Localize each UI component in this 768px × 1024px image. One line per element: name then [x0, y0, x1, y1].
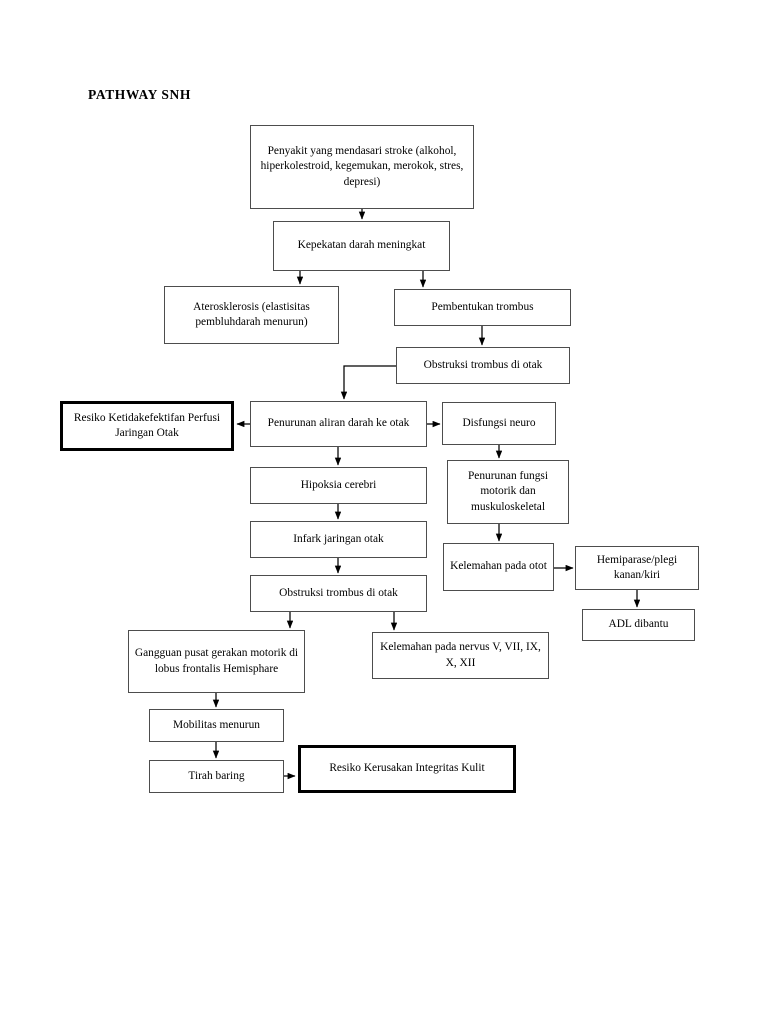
node-infark-jaringan-otak[interactable]: Infark jaringan otak	[250, 521, 427, 558]
node-label: Disfungsi neuro	[462, 416, 536, 429]
node-label: Kelemahan pada otot	[450, 560, 547, 573]
node-hipoksia-cerebri[interactable]: Hipoksia cerebri	[250, 467, 427, 504]
node-label: Kelemahan pada nervus V, VII, IX, X, XII	[380, 641, 541, 669]
node-label: Mobilitas menurun	[172, 718, 260, 731]
node-gangguan-pusat-gerakan-motorik[interactable]: Gangguan pusat gerakan motorik di lobus …	[128, 630, 305, 693]
node-label: ADL dibantu	[608, 618, 669, 631]
node-label: Aterosklerosis (elastisitas pembluhdarah…	[193, 300, 310, 328]
node-aterosklerosis[interactable]: Aterosklerosis (elastisitas pembluhdarah…	[164, 286, 339, 344]
node-label: Hemiparase/plegi kanan/kiri	[596, 553, 678, 581]
edge-n5-n7	[340, 365, 396, 400]
node-label: Infark jaringan otak	[293, 532, 384, 545]
page-title: PATHWAY SNH	[88, 87, 191, 102]
node-label: Gangguan pusat gerakan motorik di lobus …	[134, 647, 299, 675]
node-label: Pembentukan trombus	[431, 300, 534, 313]
node-hemiparase-plegi[interactable]: Hemiparase/plegi kanan/kiri	[575, 546, 699, 590]
node-penurunan-aliran-darah-ke-otak[interactable]: Penurunan aliran darah ke otak	[250, 401, 427, 447]
node-obstruksi-trombus-di-otak-atas[interactable]: Obstruksi trombus di otak	[396, 347, 570, 384]
node-adl-dibantu[interactable]: ADL dibantu	[582, 609, 695, 641]
node-label: Penyakit yang mendasari stroke (alkohol,…	[260, 145, 464, 188]
node-tirah-baring[interactable]: Tirah baring	[149, 760, 284, 793]
node-label: Tirah baring	[188, 769, 245, 782]
node-label: Kepekatan darah meningkat	[297, 239, 426, 252]
node-label: Penurunan aliran darah ke otak	[267, 417, 410, 430]
node-resiko-ketidakefektifan-perfusi[interactable]: Resiko Ketidakefektifan Perfusi Jaringan…	[60, 401, 234, 451]
node-kepekatan-darah-meningkat[interactable]: Kepekatan darah meningkat	[273, 221, 450, 271]
node-label: Resiko Ketidakefektifan Perfusi Jaringan…	[73, 411, 221, 439]
node-label: Penurunan fungsi motorik dan muskuloskel…	[467, 470, 549, 513]
node-label: Obstruksi trombus di otak	[423, 358, 543, 371]
node-label: Obstruksi trombus di otak	[279, 586, 398, 599]
node-resiko-kerusakan-integritas-kulit[interactable]: Resiko Kerusakan Integritas Kulit	[298, 745, 516, 793]
node-label: Resiko Kerusakan Integritas Kulit	[329, 762, 485, 775]
node-disfungsi-neuro[interactable]: Disfungsi neuro	[442, 402, 556, 445]
node-mobilitas-menurun[interactable]: Mobilitas menurun	[149, 709, 284, 742]
node-obstruksi-trombus-di-otak-bawah[interactable]: Obstruksi trombus di otak	[250, 575, 427, 612]
node-penyakit-mendasari-stroke[interactable]: Penyakit yang mendasari stroke (alkohol,…	[250, 125, 474, 209]
node-label: Hipoksia cerebri	[300, 478, 377, 491]
node-kelemahan-pada-otot[interactable]: Kelemahan pada otot	[443, 543, 554, 591]
node-penurunan-fungsi-motorik[interactable]: Penurunan fungsi motorik dan muskuloskel…	[447, 460, 569, 524]
node-pembentukan-trombus[interactable]: Pembentukan trombus	[394, 289, 571, 326]
node-kelemahan-pada-nervus[interactable]: Kelemahan pada nervus V, VII, IX, X, XII	[372, 632, 549, 679]
